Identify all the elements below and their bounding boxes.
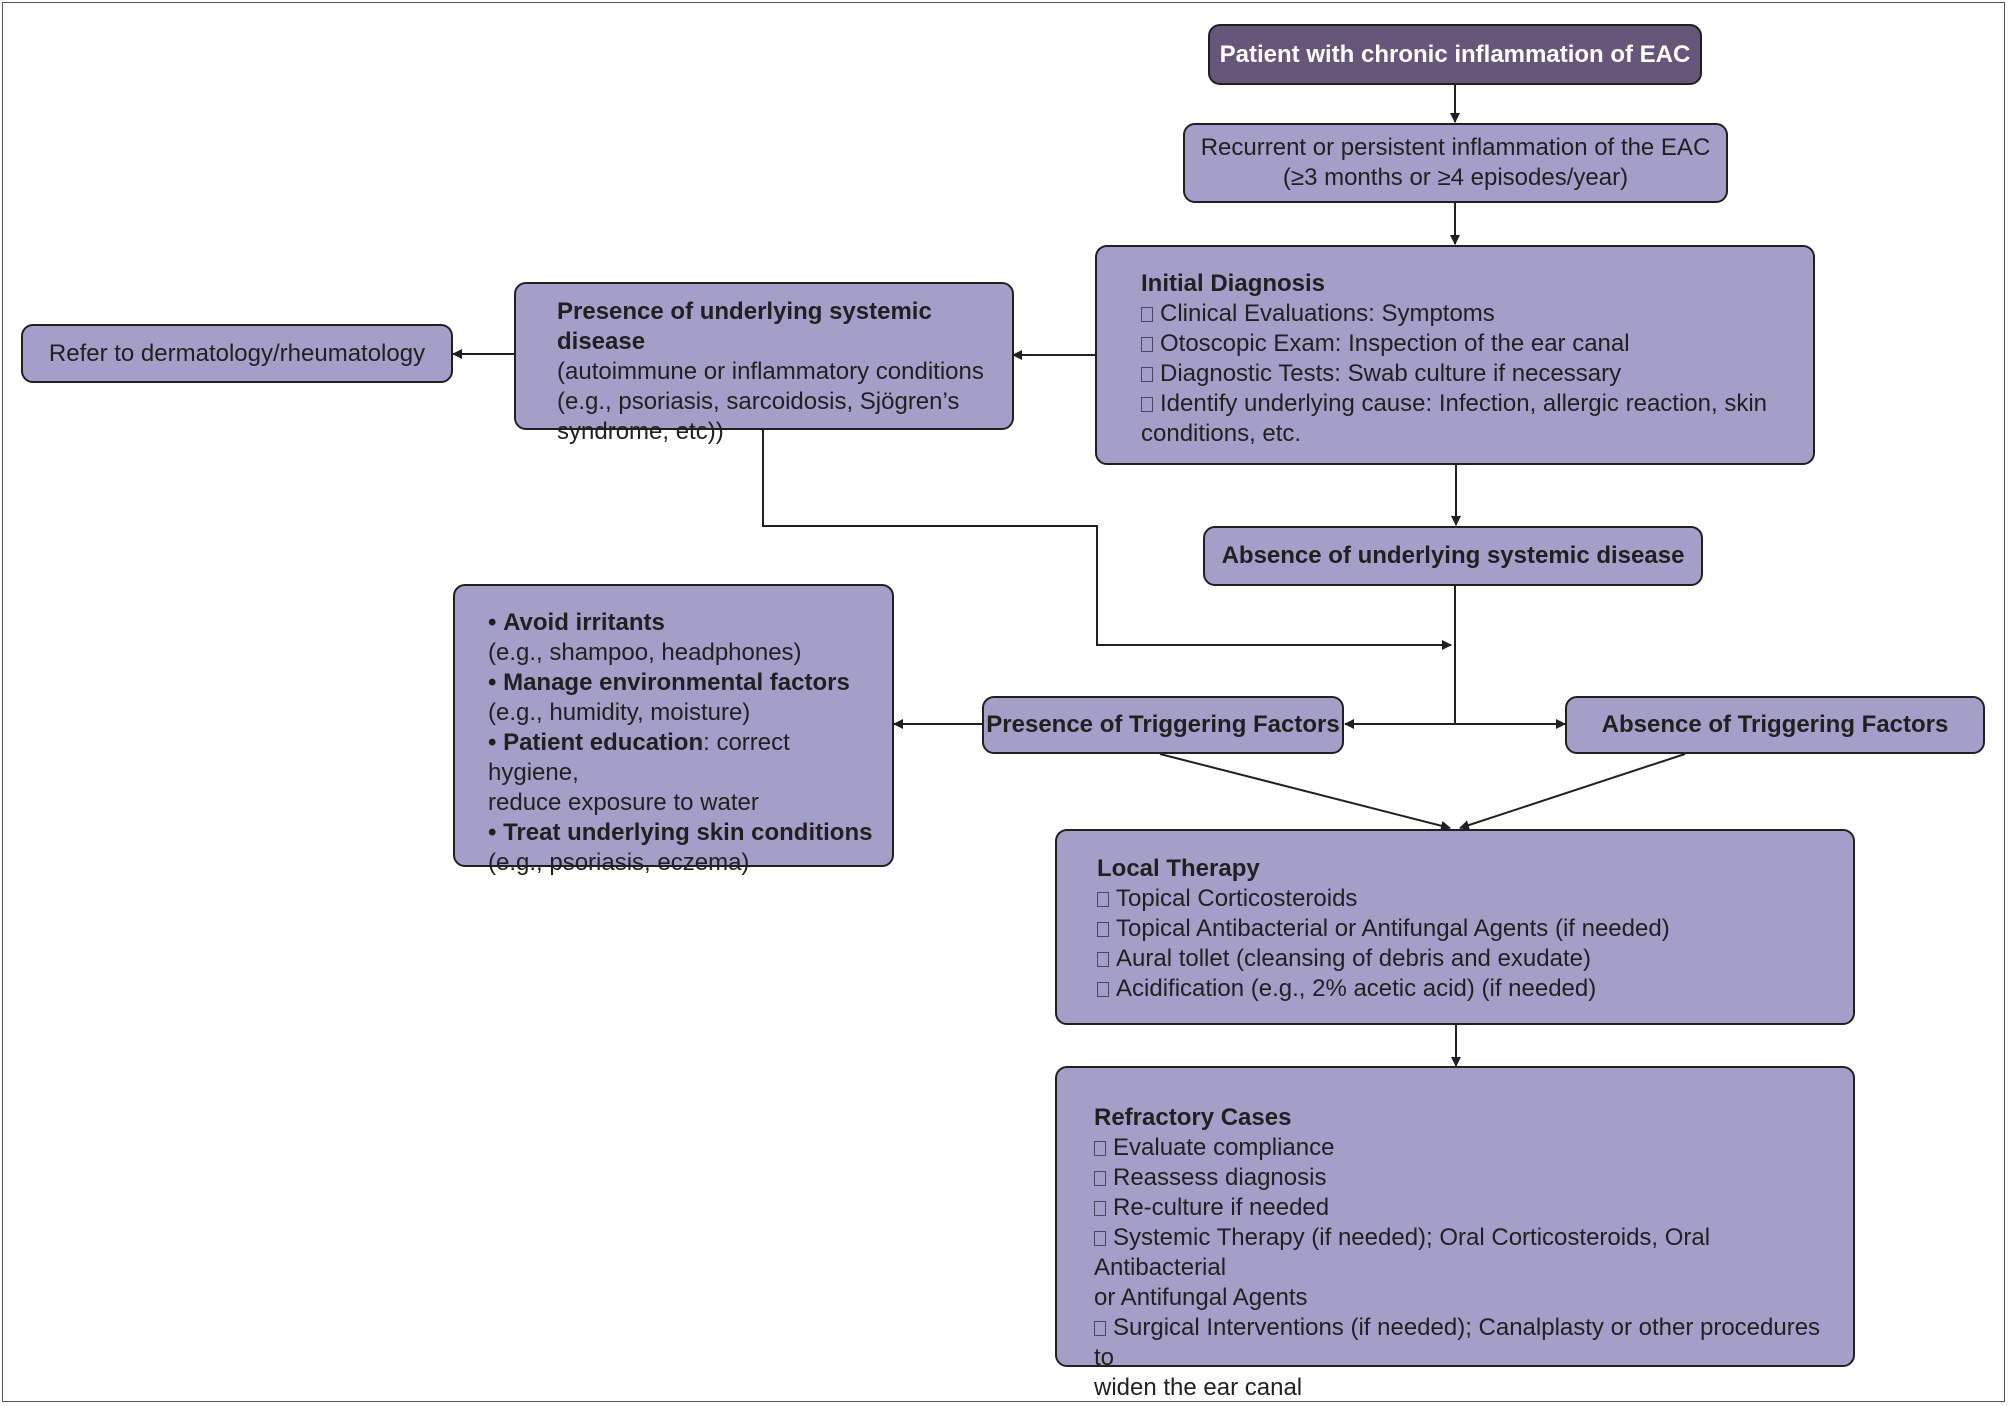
list-item-continuation: conditions, etc. xyxy=(1141,420,1302,447)
trigger-absence-label: Absence of Triggering Factors xyxy=(1601,711,1949,738)
checkbox-icon xyxy=(1094,1231,1106,1246)
checkbox-icon xyxy=(1141,307,1153,322)
management-item: • Treat underlying skin conditions xyxy=(488,819,873,846)
checkbox-icon xyxy=(1097,952,1109,967)
list-item-continuation: widen the ear canal xyxy=(1094,1374,1303,1401)
list-item: Identify underlying cause: Infection, al… xyxy=(1141,389,1793,419)
arrow-absence-to-local xyxy=(1459,753,1686,830)
checkbox-icon xyxy=(1097,922,1109,937)
checkbox-icon xyxy=(1094,1141,1106,1156)
start-label: Patient with chronic inflammation of EAC xyxy=(1219,40,1691,68)
list-item: Systemic Therapy (if needed); Oral Corti… xyxy=(1094,1224,1711,1281)
list-item: Otoscopic Exam: Inspection of the ear ca… xyxy=(1141,329,1793,359)
checkbox-icon xyxy=(1097,982,1109,997)
trigger-presence-node: Presence of Triggering Factors xyxy=(982,696,1344,754)
checkbox-icon xyxy=(1094,1321,1106,1336)
list-item: Re-culture if needed xyxy=(1094,1193,1833,1223)
systemic-presence-line: (e.g., psoriasis, sarcoidosis, Sjögren’s xyxy=(557,388,960,415)
refractory-title: Refractory Cases xyxy=(1094,1104,1292,1131)
recurrent-node: Recurrent or persistent inflammation of … xyxy=(1183,123,1728,203)
management-item: • Avoid irritants xyxy=(488,609,665,636)
checkbox-icon xyxy=(1097,892,1109,907)
refractory-node: Refractory Cases Evaluate compliance Rea… xyxy=(1055,1066,1855,1401)
management-detail: (e.g., shampoo, headphones) xyxy=(488,639,802,666)
refer-label: Refer to dermatology/rheumatology xyxy=(48,339,426,367)
management-item: • Manage environmental factors xyxy=(488,669,850,696)
start-node: Patient with chronic inflammation of EAC xyxy=(1208,24,1702,85)
list-item: Acidification (e.g., 2% acetic acid) (if… xyxy=(1097,974,1833,1004)
management-detail: reduce exposure to water xyxy=(488,789,759,816)
list-item-continuation: or Antifungal Agents xyxy=(1094,1284,1308,1311)
list-item: Diagnostic Tests: Swab culture if necess… xyxy=(1141,359,1793,389)
recurrent-line2: (≥3 months or ≥4 episodes/year) xyxy=(1282,164,1629,191)
management-detail: (e.g., humidity, moisture) xyxy=(488,699,751,726)
list-item: Clinical Evaluations: Symptoms xyxy=(1141,299,1793,329)
list-item: Topical Corticosteroids xyxy=(1097,884,1833,914)
list-item: Evaluate compliance xyxy=(1094,1133,1833,1163)
initial-diagnosis-node: Initial Diagnosis Clinical Evaluations: … xyxy=(1095,245,1815,465)
trigger-absence-node: Absence of Triggering Factors xyxy=(1565,696,1985,754)
checkbox-icon xyxy=(1141,367,1153,382)
initial-diagnosis-title: Initial Diagnosis xyxy=(1141,270,1326,297)
list-item: Reassess diagnosis xyxy=(1094,1163,1833,1193)
checkbox-icon xyxy=(1094,1201,1106,1216)
systemic-absence-label: Absence of underlying systemic disease xyxy=(1221,542,1685,569)
checkbox-icon xyxy=(1141,397,1153,412)
systemic-absence-node: Absence of underlying systemic disease xyxy=(1203,526,1703,586)
refer-node: Refer to dermatology/rheumatology xyxy=(21,324,453,383)
systemic-presence-title: Presence of underlying systemic disease xyxy=(557,298,932,355)
management-detail: (e.g., psoriasis, eczema) xyxy=(488,849,750,876)
list-item: Topical Antibacterial or Antifungal Agen… xyxy=(1097,914,1833,944)
arrow-presence-to-local xyxy=(1159,753,1451,831)
systemic-presence-node: Presence of underlying systemic disease … xyxy=(514,282,1014,445)
list-item: Aural tollet (cleansing of debris and ex… xyxy=(1097,944,1833,974)
trigger-presence-label: Presence of Triggering Factors xyxy=(986,711,1340,738)
recurrent-line1: Recurrent or persistent inflammation of … xyxy=(1200,134,1711,161)
connector-systemic-to-junction xyxy=(762,430,1452,650)
management-item: • Patient education: correct hygiene, xyxy=(488,729,790,786)
checkbox-icon xyxy=(1141,337,1153,352)
systemic-presence-line: syndrome, etc)) xyxy=(557,418,724,445)
list-item: Surgical Interventions (if needed); Cana… xyxy=(1094,1314,1821,1371)
local-therapy-title: Local Therapy xyxy=(1097,855,1260,882)
systemic-presence-line: (autoimmune or inflammatory conditions xyxy=(557,358,984,385)
local-therapy-node: Local Therapy Topical Corticosteroids To… xyxy=(1055,829,1855,1025)
trigger-management-node: • Avoid irritants (e.g., shampoo, headph… xyxy=(453,584,894,876)
checkbox-icon xyxy=(1094,1171,1106,1186)
